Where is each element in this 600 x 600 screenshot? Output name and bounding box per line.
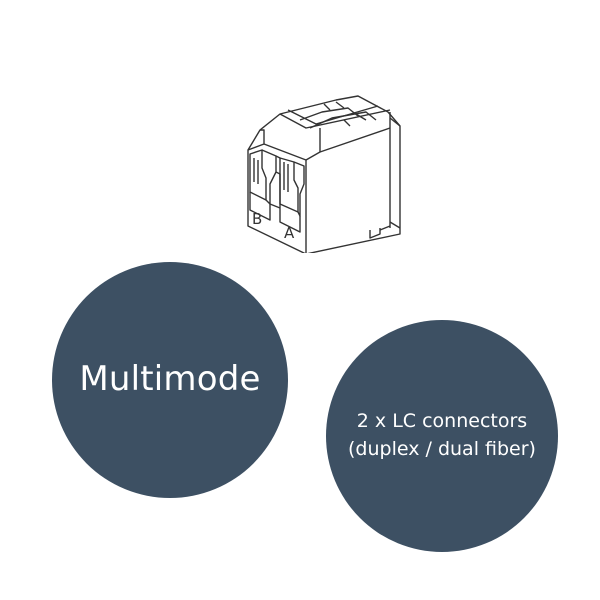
duplex-lc-connector-icon: B A	[240, 88, 410, 253]
lc-connectors-line-2: (duplex / dual fiber)	[348, 438, 536, 460]
svg-text:B: B	[252, 210, 262, 228]
lc-connectors-badge: 2 x LC connectors (duplex / dual fiber)	[326, 320, 558, 552]
lc-connectors-badge-text: 2 x LC connectors (duplex / dual fiber)	[342, 408, 542, 463]
multimode-badge-text: Multimode	[79, 359, 261, 400]
svg-text:A: A	[284, 224, 295, 242]
multimode-badge: Multimode	[52, 262, 288, 498]
multimode-label: Multimode	[79, 359, 261, 400]
lc-connectors-line-1: 2 x LC connectors	[356, 410, 528, 433]
